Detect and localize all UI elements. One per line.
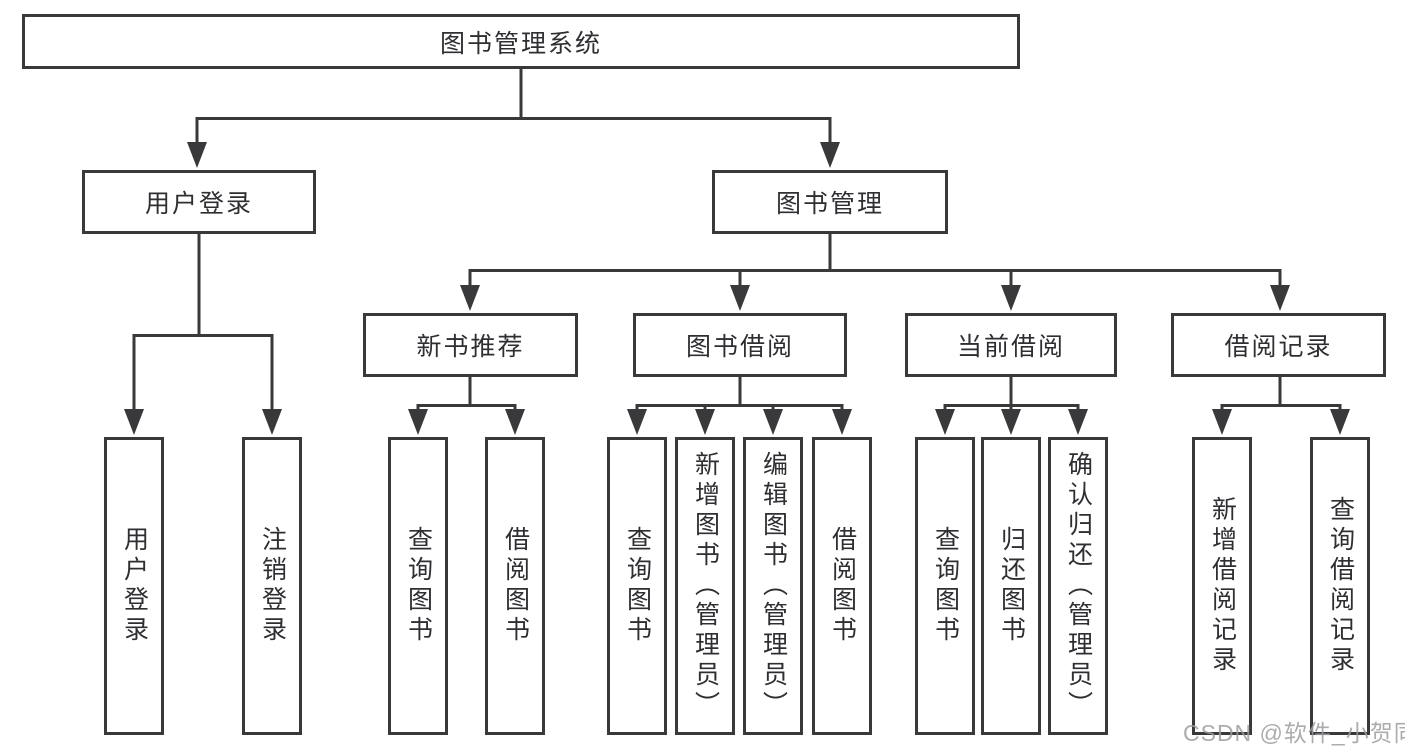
leaf-borrow-query-books: 查询图书	[607, 437, 667, 735]
leaf-current-confirm-return-admin-label: 确认归还（管理员）	[1064, 451, 1093, 721]
leaf-current-query-books: 查询图书	[915, 437, 975, 735]
leaf-user-login-label: 用户登录	[120, 526, 149, 646]
node-new-book-recommend: 新书推荐	[363, 313, 578, 377]
node-root-system: 图书管理系统	[22, 14, 1020, 69]
leaf-newbook-query-books-label: 查询图书	[404, 526, 433, 646]
leaf-borrow-edit-books-admin: 编辑图书（管理员）	[743, 437, 803, 735]
leaf-newbook-borrow-books-label: 借阅图书	[501, 526, 530, 646]
arrowheads	[124, 142, 1350, 435]
leaf-newbook-borrow-books: 借阅图书	[485, 437, 545, 735]
leaf-borrow-borrow-books: 借阅图书	[812, 437, 872, 735]
leaf-records-add-record: 新增借阅记录	[1192, 437, 1252, 735]
csdn-watermark: CSDN @软件_小贺同学	[1183, 720, 1405, 746]
node-user-login-branch: 用户登录	[82, 170, 316, 234]
leaf-newbook-query-books: 查询图书	[388, 437, 448, 735]
node-book-borrowing: 图书借阅	[633, 313, 847, 377]
leaf-logout: 注销登录	[242, 437, 302, 735]
leaf-records-query-record-label: 查询借阅记录	[1326, 496, 1355, 676]
leaf-current-confirm-return-admin: 确认归还（管理员）	[1048, 437, 1108, 735]
leaf-user-login: 用户登录	[104, 437, 164, 735]
leaf-borrow-add-books-admin-label: 新增图书（管理员）	[691, 451, 720, 721]
leaf-records-add-record-label: 新增借阅记录	[1208, 496, 1237, 676]
leaf-current-return-books-label: 归还图书	[997, 526, 1026, 646]
node-current-borrowing: 当前借阅	[905, 313, 1117, 377]
leaf-current-return-books: 归还图书	[981, 437, 1041, 735]
leaf-current-query-books-label: 查询图书	[931, 526, 960, 646]
node-borrowing-records: 借阅记录	[1171, 313, 1386, 377]
leaf-borrow-borrow-books-label: 借阅图书	[828, 526, 857, 646]
leaf-borrow-query-books-label: 查询图书	[623, 526, 652, 646]
leaf-logout-label: 注销登录	[258, 526, 287, 646]
leaf-borrow-edit-books-admin-label: 编辑图书（管理员）	[759, 451, 788, 721]
leaf-borrow-add-books-admin: 新增图书（管理员）	[675, 437, 735, 735]
leaf-records-query-record: 查询借阅记录	[1310, 437, 1370, 735]
node-book-management-branch: 图书管理	[712, 170, 948, 234]
